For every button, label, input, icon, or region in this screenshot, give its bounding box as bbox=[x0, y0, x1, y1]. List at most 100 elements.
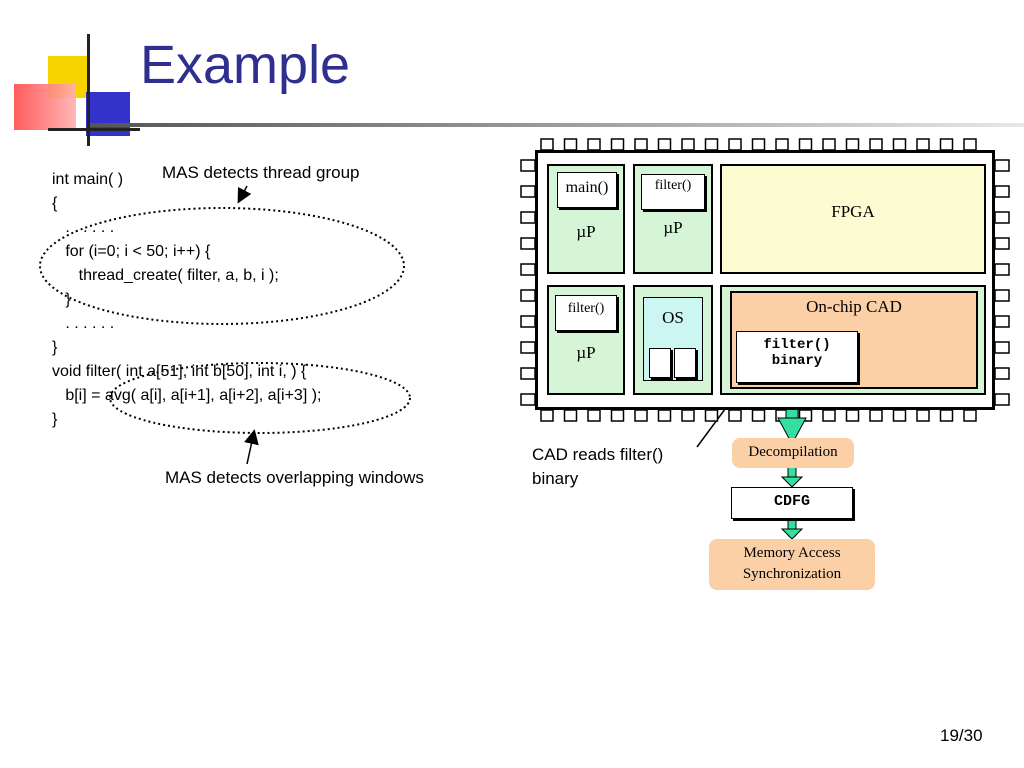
fpga-block: FPGA bbox=[720, 164, 986, 274]
chip-pin bbox=[994, 263, 1010, 276]
chip-pin bbox=[822, 138, 836, 151]
chip-pin bbox=[520, 185, 536, 198]
chip-pin bbox=[704, 138, 719, 151]
cad-reads-line: binary bbox=[532, 469, 579, 488]
cdfg-box: CDFG bbox=[731, 487, 853, 519]
chip-pin bbox=[963, 138, 977, 151]
code-line: int main( ) bbox=[52, 171, 124, 188]
chip-pin bbox=[775, 138, 789, 151]
code-line: . . . . . . bbox=[52, 315, 115, 332]
processor-filter-bottom: filter() µP bbox=[547, 285, 625, 395]
flow-arrow-to-mas bbox=[780, 518, 804, 540]
chip-pin bbox=[916, 409, 930, 422]
main-doc: main() bbox=[557, 172, 617, 208]
chip-pin bbox=[520, 341, 536, 354]
overlapping-windows-ellipse bbox=[109, 362, 411, 434]
chip-pin bbox=[994, 341, 1010, 354]
filter-doc: filter() bbox=[641, 174, 705, 210]
chip-pin bbox=[994, 185, 1010, 198]
chip-pin bbox=[728, 138, 742, 151]
os-page-icon bbox=[674, 348, 696, 378]
chip-pin bbox=[681, 409, 695, 422]
memory-access-sync-box: Memory Access Synchronization bbox=[709, 539, 875, 590]
chip-pin bbox=[520, 393, 536, 406]
chip-pin bbox=[704, 409, 719, 422]
code-line: for (i=0; i < 50; i++) { bbox=[52, 243, 211, 260]
os-page-icon bbox=[649, 348, 671, 378]
chip-pin bbox=[798, 138, 813, 151]
chip-pin bbox=[610, 138, 625, 151]
binary-line: filter() bbox=[763, 337, 831, 353]
code-line: b[i] = avg( a[i], a[i+1], a[i+2], a[i+3]… bbox=[52, 387, 322, 404]
os-block: OS bbox=[633, 285, 713, 395]
cad-reads-line: CAD reads filter() bbox=[532, 445, 664, 464]
binary-doc: filter() binary bbox=[736, 331, 858, 383]
decompilation-box: Decompilation bbox=[732, 438, 854, 468]
cad-label: On-chip CAD bbox=[806, 297, 902, 316]
chip-pin bbox=[939, 409, 954, 422]
processor-main: main() µP bbox=[547, 164, 625, 274]
chip-pin bbox=[520, 237, 536, 250]
chip-pin bbox=[798, 409, 813, 422]
chip-pin bbox=[728, 409, 742, 422]
chip-pin bbox=[869, 138, 883, 151]
logo-red-square bbox=[14, 84, 76, 130]
thread-group-pointer bbox=[237, 185, 252, 204]
thread-group-ellipse bbox=[39, 207, 405, 325]
title-underline bbox=[90, 123, 1024, 127]
processor-label: µP bbox=[576, 222, 596, 241]
overlapping-windows-annotation: MAS detects overlapping windows bbox=[165, 468, 424, 487]
mas-line: Synchronization bbox=[742, 566, 842, 582]
chip-pin bbox=[869, 409, 883, 422]
slide-logo bbox=[0, 0, 140, 150]
code-line: { bbox=[52, 195, 58, 212]
code-line: } bbox=[52, 291, 71, 308]
cad-outer: On-chip CAD filter() binary bbox=[720, 285, 986, 395]
chip-pin bbox=[520, 289, 536, 302]
chip-pin bbox=[520, 315, 536, 328]
chip-pin bbox=[540, 138, 554, 151]
chip-pin bbox=[994, 315, 1010, 328]
chip-pin bbox=[520, 367, 536, 380]
logo-horizontal-line bbox=[48, 128, 140, 131]
os-label: OS bbox=[662, 308, 684, 327]
logo-vertical-line bbox=[87, 34, 90, 146]
chip-pin bbox=[963, 409, 977, 422]
chip-pin bbox=[822, 409, 836, 422]
slide-title: Example bbox=[140, 35, 351, 95]
chip-pin bbox=[892, 138, 907, 151]
cdfg-label: CDFG bbox=[773, 493, 810, 510]
chip-pin bbox=[845, 138, 860, 151]
chip-pin bbox=[563, 138, 578, 151]
filter-doc: filter() bbox=[555, 295, 617, 331]
cad-block: On-chip CAD filter() binary bbox=[730, 291, 978, 389]
chip-pin bbox=[994, 237, 1010, 250]
chip-pin bbox=[994, 289, 1010, 302]
flow-arrow-to-cdfg bbox=[780, 466, 804, 488]
page-number: 19/30 bbox=[940, 726, 983, 745]
chip-pin bbox=[610, 409, 625, 422]
chip-pin bbox=[916, 138, 930, 151]
cad-reads-annotation: CAD reads filter() binary bbox=[532, 443, 663, 491]
chip-pin bbox=[939, 138, 954, 151]
chip-pin bbox=[751, 138, 766, 151]
code-line: void filter( int a[51], int b[50], int i… bbox=[52, 363, 307, 380]
chip-pin bbox=[681, 138, 695, 151]
overlapping-windows-pointer bbox=[244, 429, 259, 465]
chip-pin bbox=[563, 409, 578, 422]
chip-pin bbox=[751, 409, 766, 422]
chip-pin bbox=[994, 211, 1010, 224]
processor-label: µP bbox=[663, 218, 683, 237]
chip-pin bbox=[657, 138, 672, 151]
chip-pin bbox=[845, 409, 860, 422]
chip-pin bbox=[892, 409, 907, 422]
chip-pin bbox=[520, 211, 536, 224]
chip-pin bbox=[994, 159, 1010, 172]
code-line: thread_create( filter, a, b, i ); bbox=[52, 267, 279, 284]
chip-pin bbox=[587, 409, 601, 422]
os-box: OS bbox=[643, 297, 703, 381]
mas-line: Memory Access bbox=[743, 545, 841, 561]
code-line: } bbox=[52, 411, 58, 428]
chip-pin bbox=[520, 159, 536, 172]
chip-pin bbox=[587, 138, 601, 151]
